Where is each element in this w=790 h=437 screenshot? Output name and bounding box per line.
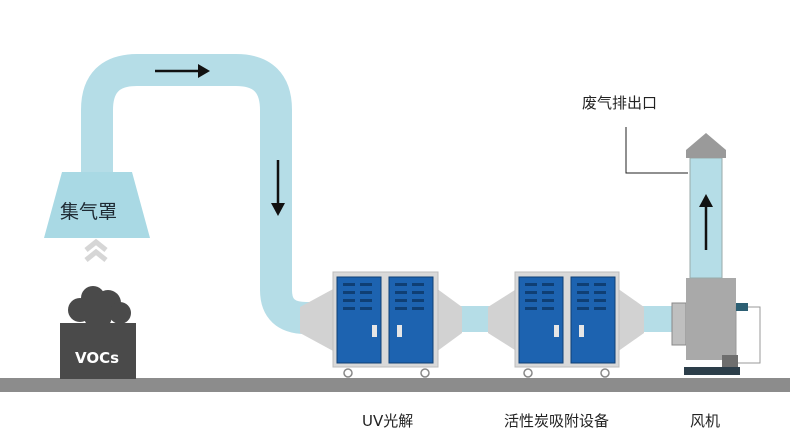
flow-arrow-down-icon [271,160,285,216]
fan-label: 风机 [690,412,721,430]
uv-photolysis-unit [300,271,462,378]
duct [81,54,335,334]
activated-carbon-unit [488,271,644,378]
flow-arrow-right-icon [155,64,210,78]
vocs-smoke-icon [68,286,131,330]
vocs-source [60,323,136,379]
carbon-label: 活性炭吸附设备 [504,412,610,430]
vocs-label: VOCs [75,349,120,367]
uv-label: UV光解 [362,412,414,430]
exhaust-label: 废气排出口 [582,94,658,112]
exhaust-callout-leader [625,127,688,174]
rising-chevron-icon [84,238,108,262]
exhaust-arrow-up-icon [699,194,713,250]
ground-line [0,378,790,392]
hood-label: 集气罩 [60,201,118,223]
fan-unit [671,133,761,375]
collection-hood [44,172,150,238]
